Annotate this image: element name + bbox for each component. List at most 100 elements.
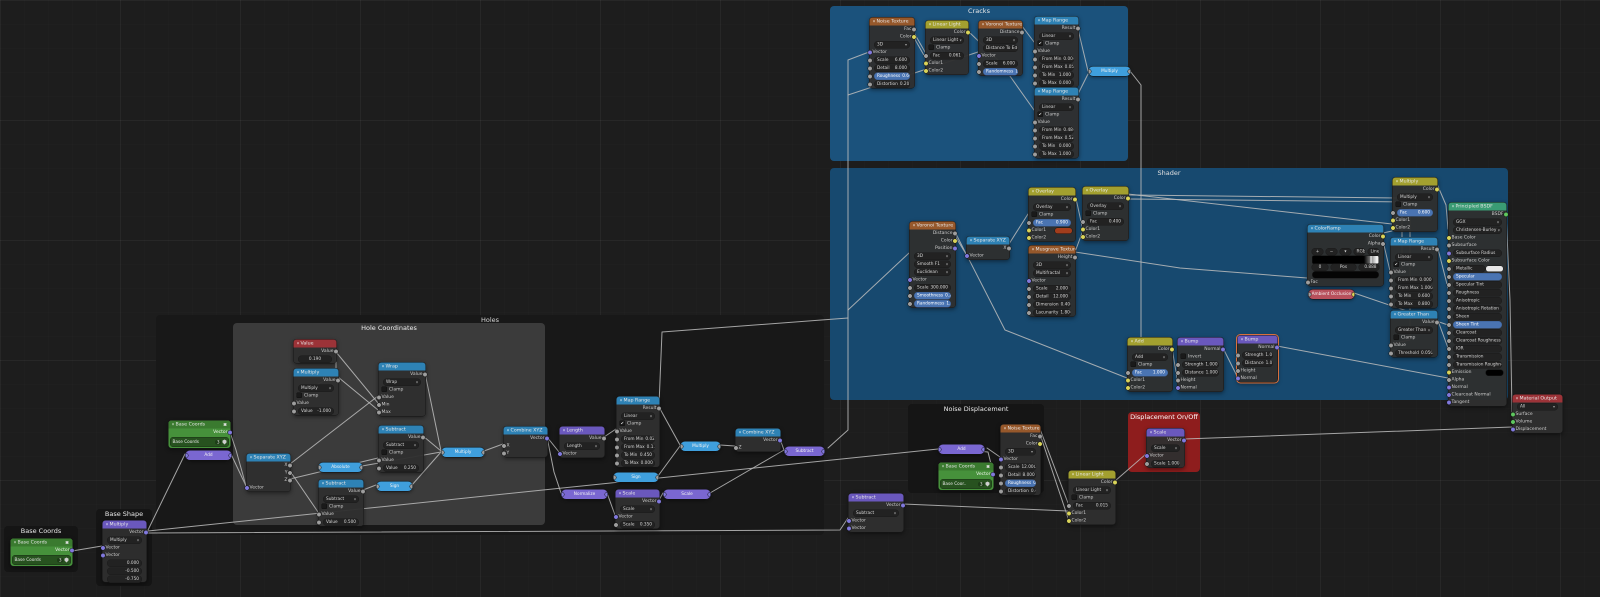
node-header[interactable]: ▾Material Output — [1512, 394, 1563, 403]
slider-clearcoat[interactable]: Clearcoat — [1453, 329, 1502, 337]
vector-socket[interactable] — [867, 50, 873, 55]
randomness-socket[interactable] — [907, 301, 913, 307]
input-socket[interactable] — [680, 444, 684, 449]
collapse-caret-icon[interactable]: ▾ — [1396, 179, 1399, 184]
output-socket[interactable] — [1351, 292, 1355, 297]
color-swatch-emission[interactable] — [1485, 369, 1504, 376]
color-socket[interactable] — [952, 238, 958, 244]
ior-socket[interactable] — [1446, 346, 1452, 352]
color2-socket[interactable] — [1080, 234, 1086, 240]
dropdown-multifractal[interactable]: Multifractal▾ — [1033, 269, 1071, 277]
vector-socket[interactable] — [990, 472, 996, 477]
from-max-socket[interactable] — [1388, 286, 1394, 291]
dropdown-distance-to-edge[interactable]: Distance To Edge▾ — [983, 44, 1018, 52]
input-socket[interactable] — [1088, 69, 1092, 74]
input-socket[interactable] — [561, 492, 565, 497]
to-min-socket[interactable] — [1388, 294, 1394, 299]
node-header[interactable]: ▾Length — [559, 426, 605, 435]
stop-menu-button[interactable]: ▾ — [1339, 248, 1352, 256]
result-socket[interactable] — [656, 406, 662, 411]
collapse-caret-icon[interactable]: ▾ — [382, 364, 385, 369]
color1-socket[interactable] — [1066, 511, 1072, 516]
dropdown-linear[interactable]: Linear▾ — [1039, 103, 1074, 111]
color-socket[interactable] — [1434, 187, 1440, 192]
color-swatch-color1[interactable] — [1054, 227, 1073, 234]
value-socket[interactable] — [291, 401, 297, 406]
value-socket[interactable] — [360, 489, 366, 494]
dropdown-ggx[interactable]: GGX▾ — [1453, 218, 1502, 226]
normal-socket[interactable] — [1235, 376, 1241, 381]
node-normalize[interactable]: Normalize — [561, 489, 608, 500]
collapse-caret-icon[interactable]: ▾ — [982, 22, 985, 27]
checkbox-clamp[interactable]: ✔ — [619, 420, 625, 426]
collapse-caret-icon[interactable]: ▾ — [1181, 339, 1184, 344]
color-socket[interactable] — [1037, 441, 1043, 447]
height-socket[interactable] — [1235, 368, 1241, 374]
collapse-caret-icon[interactable]: ▾ — [1311, 226, 1314, 231]
value-socket[interactable] — [1032, 49, 1038, 54]
value-socket[interactable] — [291, 409, 297, 414]
node-header[interactable]: ▾Bump — [1177, 337, 1224, 346]
to-min-socket[interactable] — [1032, 73, 1038, 78]
distance-socket[interactable] — [1235, 361, 1241, 366]
scale-socket[interactable] — [976, 61, 982, 67]
color2-socket[interactable] — [923, 68, 929, 74]
color2-socket[interactable] — [1026, 235, 1032, 241]
x-socket[interactable] — [501, 443, 507, 449]
dropdown-subtract[interactable]: Subtract▾ — [323, 495, 359, 503]
node-header[interactable]: ▾Scale — [615, 489, 660, 498]
value-socket[interactable] — [376, 458, 382, 463]
dropdown-scale[interactable]: Scale▾ — [1151, 444, 1180, 452]
slider-sheen[interactable]: Sheen — [1453, 313, 1502, 321]
node-scale-pill[interactable]: Scale — [663, 489, 711, 500]
node-header[interactable]: ▾Subtract — [318, 479, 364, 488]
color-socket[interactable] — [965, 30, 971, 35]
dropdown-3d[interactable]: 3D▾ — [914, 252, 951, 260]
distance-socket[interactable] — [1175, 370, 1181, 376]
anisotropic-socket[interactable] — [1446, 298, 1452, 304]
collapse-caret-icon[interactable]: ▾ — [929, 22, 932, 27]
dropdown-christensen-burley[interactable]: Christensen-Burley▾ — [1453, 226, 1502, 234]
roughness-socket[interactable] — [1446, 290, 1452, 296]
collapse-caret-icon[interactable]: ▾ — [942, 464, 945, 469]
from-max-socket[interactable] — [614, 445, 620, 450]
node-subtract-vector[interactable]: Subtract — [784, 446, 825, 457]
slider-transmission-roughness[interactable]: Transmission Roughness — [1453, 361, 1502, 369]
alpha-socket[interactable] — [1446, 377, 1452, 383]
scale-socket[interactable] — [613, 522, 619, 528]
checkbox-clamp[interactable] — [1071, 494, 1077, 500]
to-max-socket[interactable] — [1032, 81, 1038, 86]
collapse-caret-icon[interactable]: ▾ — [563, 428, 566, 433]
node-add-nd[interactable]: Add — [938, 444, 985, 455]
transmission-socket[interactable] — [1446, 354, 1452, 360]
dropdown-multiply[interactable]: Multiply▾ — [298, 384, 334, 392]
output-socket[interactable] — [359, 465, 363, 470]
slider-transmission[interactable]: Transmission — [1453, 353, 1502, 361]
node-header[interactable]: ▾Subtract — [848, 493, 904, 502]
node-header[interactable]: ▾Base Coords▣ — [938, 462, 994, 471]
collapse-caret-icon[interactable]: ▾ — [507, 428, 510, 433]
x-socket[interactable] — [287, 463, 293, 468]
checkbox-clamp[interactable] — [928, 44, 934, 50]
input-socket[interactable] — [376, 484, 380, 489]
dropdown-smooth-f1[interactable]: Smooth F1▾ — [914, 260, 951, 268]
